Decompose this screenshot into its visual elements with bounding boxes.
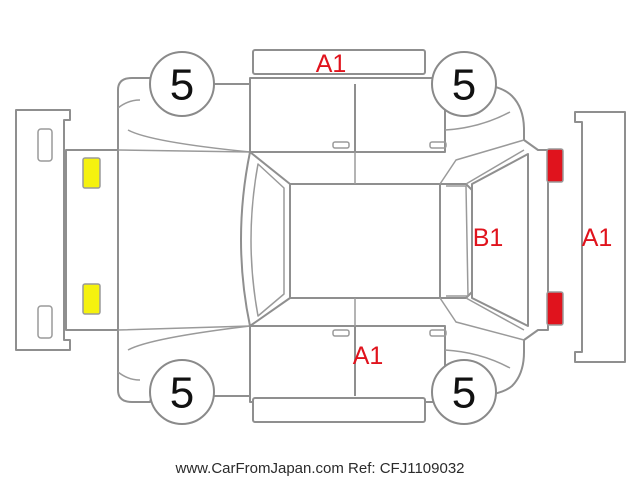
- rear-bumper: [574, 111, 626, 363]
- wheel-front-right: 5: [431, 51, 497, 117]
- top-side-skirt-panel: [252, 49, 426, 75]
- car-body: [65, 77, 549, 403]
- wheel-front-left: 5: [149, 51, 215, 117]
- damage-code-bottom-door: A1: [353, 342, 384, 370]
- rear-lights: [546, 148, 564, 326]
- wheel-rear-left: 5: [149, 359, 215, 425]
- front-lights: [82, 157, 101, 315]
- tire-tread-rear-left: 5: [170, 369, 194, 418]
- wheel-rear-right: 5: [431, 359, 497, 425]
- damage-code-rear-window: B1: [473, 224, 504, 252]
- front-light-upper: [82, 157, 101, 189]
- front-bumper: [15, 109, 71, 351]
- tire-tread-rear-right: 5: [452, 369, 476, 418]
- damage-code-rear-bumper: A1: [582, 224, 613, 252]
- tire-tread-front-right: 5: [452, 61, 476, 110]
- front-light-lower: [82, 283, 101, 315]
- rear-light-lower: [546, 291, 564, 326]
- tire-tread-front-left: 5: [170, 61, 194, 110]
- watermark-text: www.CarFromJapan.com Ref: CFJ1109032: [175, 460, 465, 477]
- bottom-side-skirt-panel: [252, 397, 426, 423]
- rear-light-upper: [546, 148, 564, 183]
- damage-code-top-door: A1: [316, 50, 347, 78]
